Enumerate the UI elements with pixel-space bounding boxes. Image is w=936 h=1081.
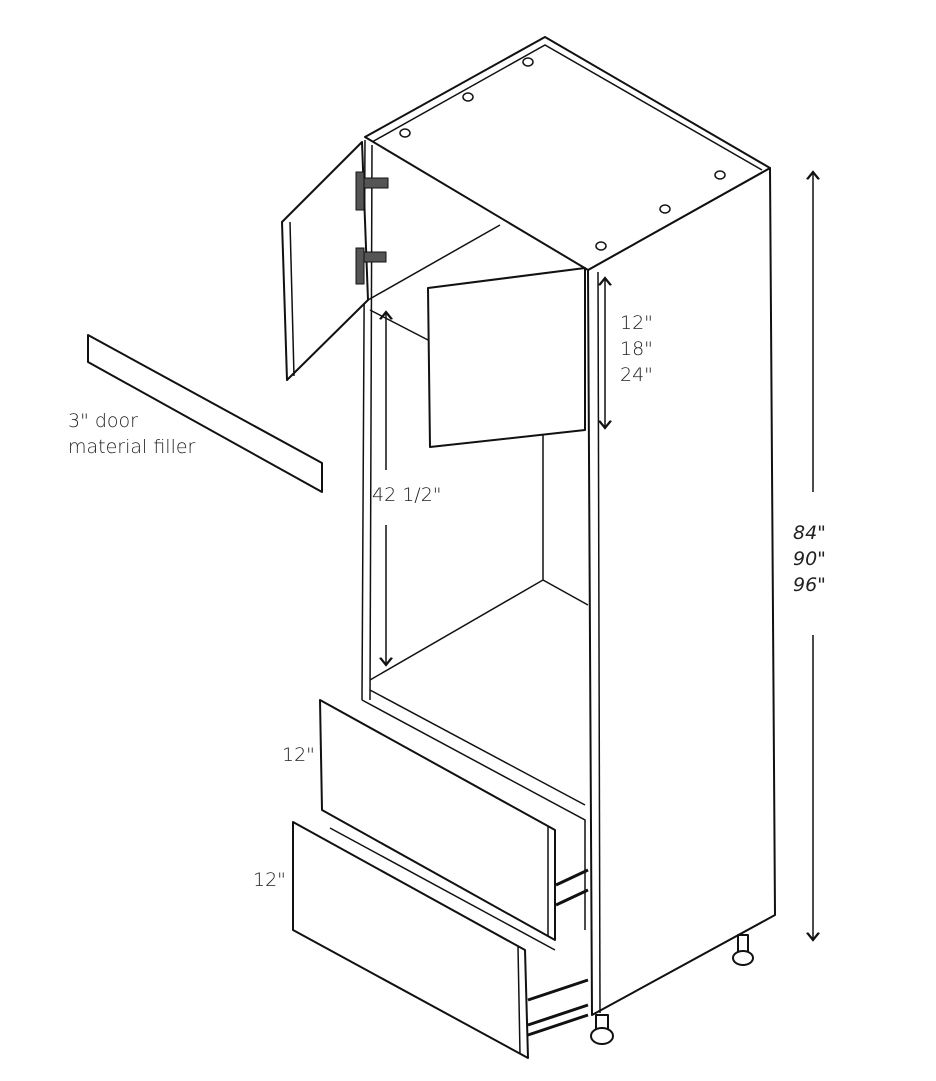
flap-height-18: 18" [620, 338, 653, 360]
flap-heights-label: 12" 18" 24" [620, 310, 653, 388]
flap-height-12: 12" [620, 312, 653, 334]
cabinet-heights-label: 84" 90" 96" [793, 520, 826, 598]
flap-height-24: 24" [620, 364, 653, 386]
upper-left-door [281, 141, 369, 381]
drawer-bottom-height-label: 12" [253, 869, 286, 891]
shelf-pin-holes [399, 57, 726, 251]
cabinet-side-panel [587, 167, 776, 1016]
cabinet-legs [590, 934, 754, 1045]
oven-opening-label: 42 1/2" [372, 484, 442, 506]
flap-up-door [427, 267, 586, 448]
drawer-front-top [319, 699, 556, 941]
filler-label-line2: material filler [68, 436, 196, 458]
filler-label: 3" door material filler [68, 408, 195, 460]
hinge-icons [355, 171, 389, 285]
drawer-top-height-label: 12" [282, 744, 315, 766]
height-84: 84" [793, 522, 826, 544]
height-96: 96" [793, 574, 826, 596]
drawer-front-bottom [292, 821, 529, 1059]
filler-label-line1: 3" door [68, 410, 138, 432]
height-90: 90" [793, 548, 826, 570]
drawer-slides [527, 868, 589, 1037]
oven-opening [369, 435, 544, 681]
